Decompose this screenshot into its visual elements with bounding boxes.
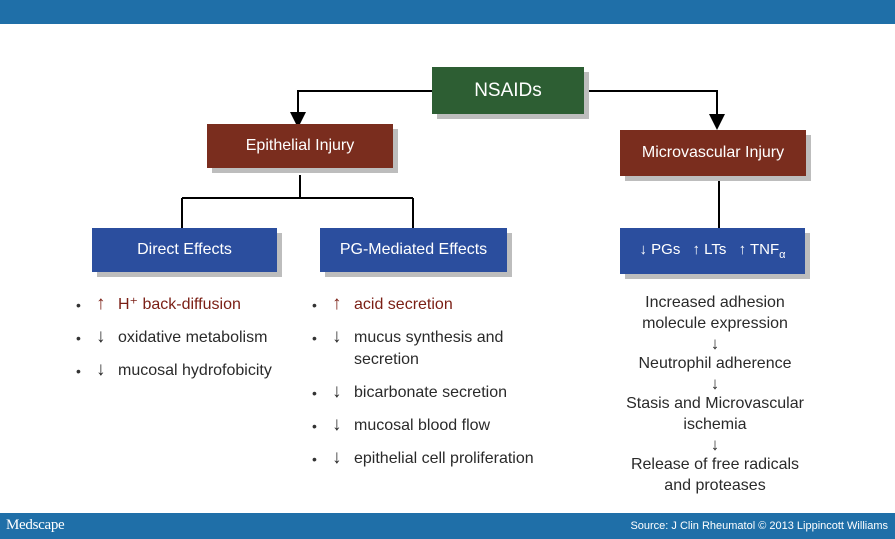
- microvascular-injury-label: Microvascular Injury: [641, 144, 785, 161]
- bullet-icon: •: [312, 451, 317, 467]
- up-arrow-icon: ↑: [738, 241, 747, 258]
- list-item: • ↓ epithelial cell proliferation: [310, 447, 570, 470]
- pg-mediated-effects-box: PG-Mediated Effects: [320, 228, 507, 272]
- down-arrow-icon: ↓: [96, 359, 106, 380]
- nsaids-label: NSAIDs: [474, 79, 542, 101]
- direct-effects-box: Direct Effects: [92, 228, 277, 272]
- footer-bar: Medscape Source: J Clin Rheumatol © 2013…: [0, 513, 895, 539]
- connector-root-to-epithelial: [290, 90, 432, 128]
- down-arrow-icon: ↓: [710, 374, 720, 393]
- microvascular-cascade: Increased adhesion molecule expression ↓…: [600, 292, 830, 496]
- down-arrow-icon: ↓: [710, 334, 720, 353]
- tnf-alpha-subscript: α: [779, 249, 786, 261]
- up-arrow-icon: ↑: [692, 241, 701, 258]
- list-item-text: oxidative metabolism: [118, 329, 268, 346]
- list-item: • ↓ mucus synthesis and secretion: [310, 326, 544, 371]
- down-arrow-icon: ↓: [710, 435, 720, 454]
- list-item-text: epithelial cell proliferation: [354, 450, 534, 467]
- pgs-mediator: ↓ PGs: [639, 241, 680, 258]
- down-arrow-icon: ↓: [332, 326, 342, 347]
- pg-mediated-effects-label: PG-Mediated Effects: [339, 241, 488, 258]
- bullet-icon: •: [312, 418, 317, 434]
- list-item: • ↓ bicarbonate secretion: [310, 381, 570, 404]
- connector-epithelial-to-effects: [181, 175, 414, 230]
- connector-root-to-microvascular: [584, 90, 725, 130]
- pgs-label: PGs: [651, 241, 681, 258]
- cascade-step-ischemia: Stasis and Microvascular ischemia: [626, 395, 804, 433]
- list-item-text: bicarbonate secretion: [354, 384, 507, 401]
- down-arrow-icon: ↓: [332, 447, 342, 468]
- up-arrow-icon: ↑: [332, 293, 342, 314]
- nsaids-box: NSAIDs: [432, 67, 584, 114]
- epithelial-injury-box: Epithelial Injury: [207, 124, 393, 168]
- down-arrow-icon: ↓: [332, 381, 342, 402]
- source-credit: Source: J Clin Rheumatol © 2013 Lippinco…: [630, 520, 888, 532]
- list-item-text: mucosal hydrofobicity: [118, 362, 272, 379]
- list-item-text: mucus synthesis and secretion: [354, 329, 504, 368]
- lts-mediator: ↑ LTs: [693, 241, 727, 258]
- microvascular-injury-box: Microvascular Injury: [620, 130, 806, 176]
- bullet-icon: •: [312, 297, 317, 313]
- cascade-step-adhesion: Increased adhesion molecule expression: [642, 294, 788, 332]
- down-arrow-icon: ↓: [96, 326, 106, 347]
- mediators-label: ↓ PGs ↑ LTs ↑ TNFα: [635, 241, 789, 261]
- bullet-icon: •: [312, 385, 317, 401]
- bullet-icon: •: [312, 330, 317, 346]
- tnf-label: TNF: [749, 241, 780, 258]
- list-item-text: mucosal blood flow: [354, 417, 491, 434]
- list-item: • ↑ H⁺ back-diffusion: [74, 293, 314, 316]
- cascade-step-neutrophil: Neutrophil adherence: [638, 355, 792, 372]
- list-item: • ↓ oxidative metabolism: [74, 326, 314, 349]
- up-arrow-icon: ↑: [96, 293, 106, 314]
- pg-effects-list: • ↑ acid secretion • ↓ mucus synthesis a…: [310, 293, 570, 481]
- list-item: • ↑ acid secretion: [310, 293, 570, 316]
- medscape-logo: Medscape: [6, 517, 65, 533]
- list-item-text: acid secretion: [354, 296, 453, 313]
- bullet-icon: •: [76, 330, 81, 346]
- mediators-box: ↓ PGs ↑ LTs ↑ TNFα: [620, 228, 805, 274]
- top-bar: [0, 0, 895, 24]
- tnf-mediator: ↑ TNFα: [738, 241, 786, 261]
- direct-effects-label: Direct Effects: [137, 241, 232, 258]
- list-item: • ↓ mucosal blood flow: [310, 414, 570, 437]
- list-item-text: H⁺ back-diffusion: [118, 296, 241, 313]
- cascade-step-release: Release of free radicals and proteases: [630, 456, 800, 494]
- epithelial-injury-label: Epithelial Injury: [245, 137, 355, 154]
- down-arrow-icon: ↓: [639, 241, 647, 258]
- down-arrow-icon: ↓: [332, 414, 342, 435]
- bullet-icon: •: [76, 363, 81, 379]
- lts-label: LTs: [704, 241, 727, 258]
- list-item: • ↓ mucosal hydrofobicity: [74, 359, 314, 382]
- bullet-icon: •: [76, 297, 81, 313]
- direct-effects-list: • ↑ H⁺ back-diffusion • ↓ oxidative meta…: [74, 293, 314, 393]
